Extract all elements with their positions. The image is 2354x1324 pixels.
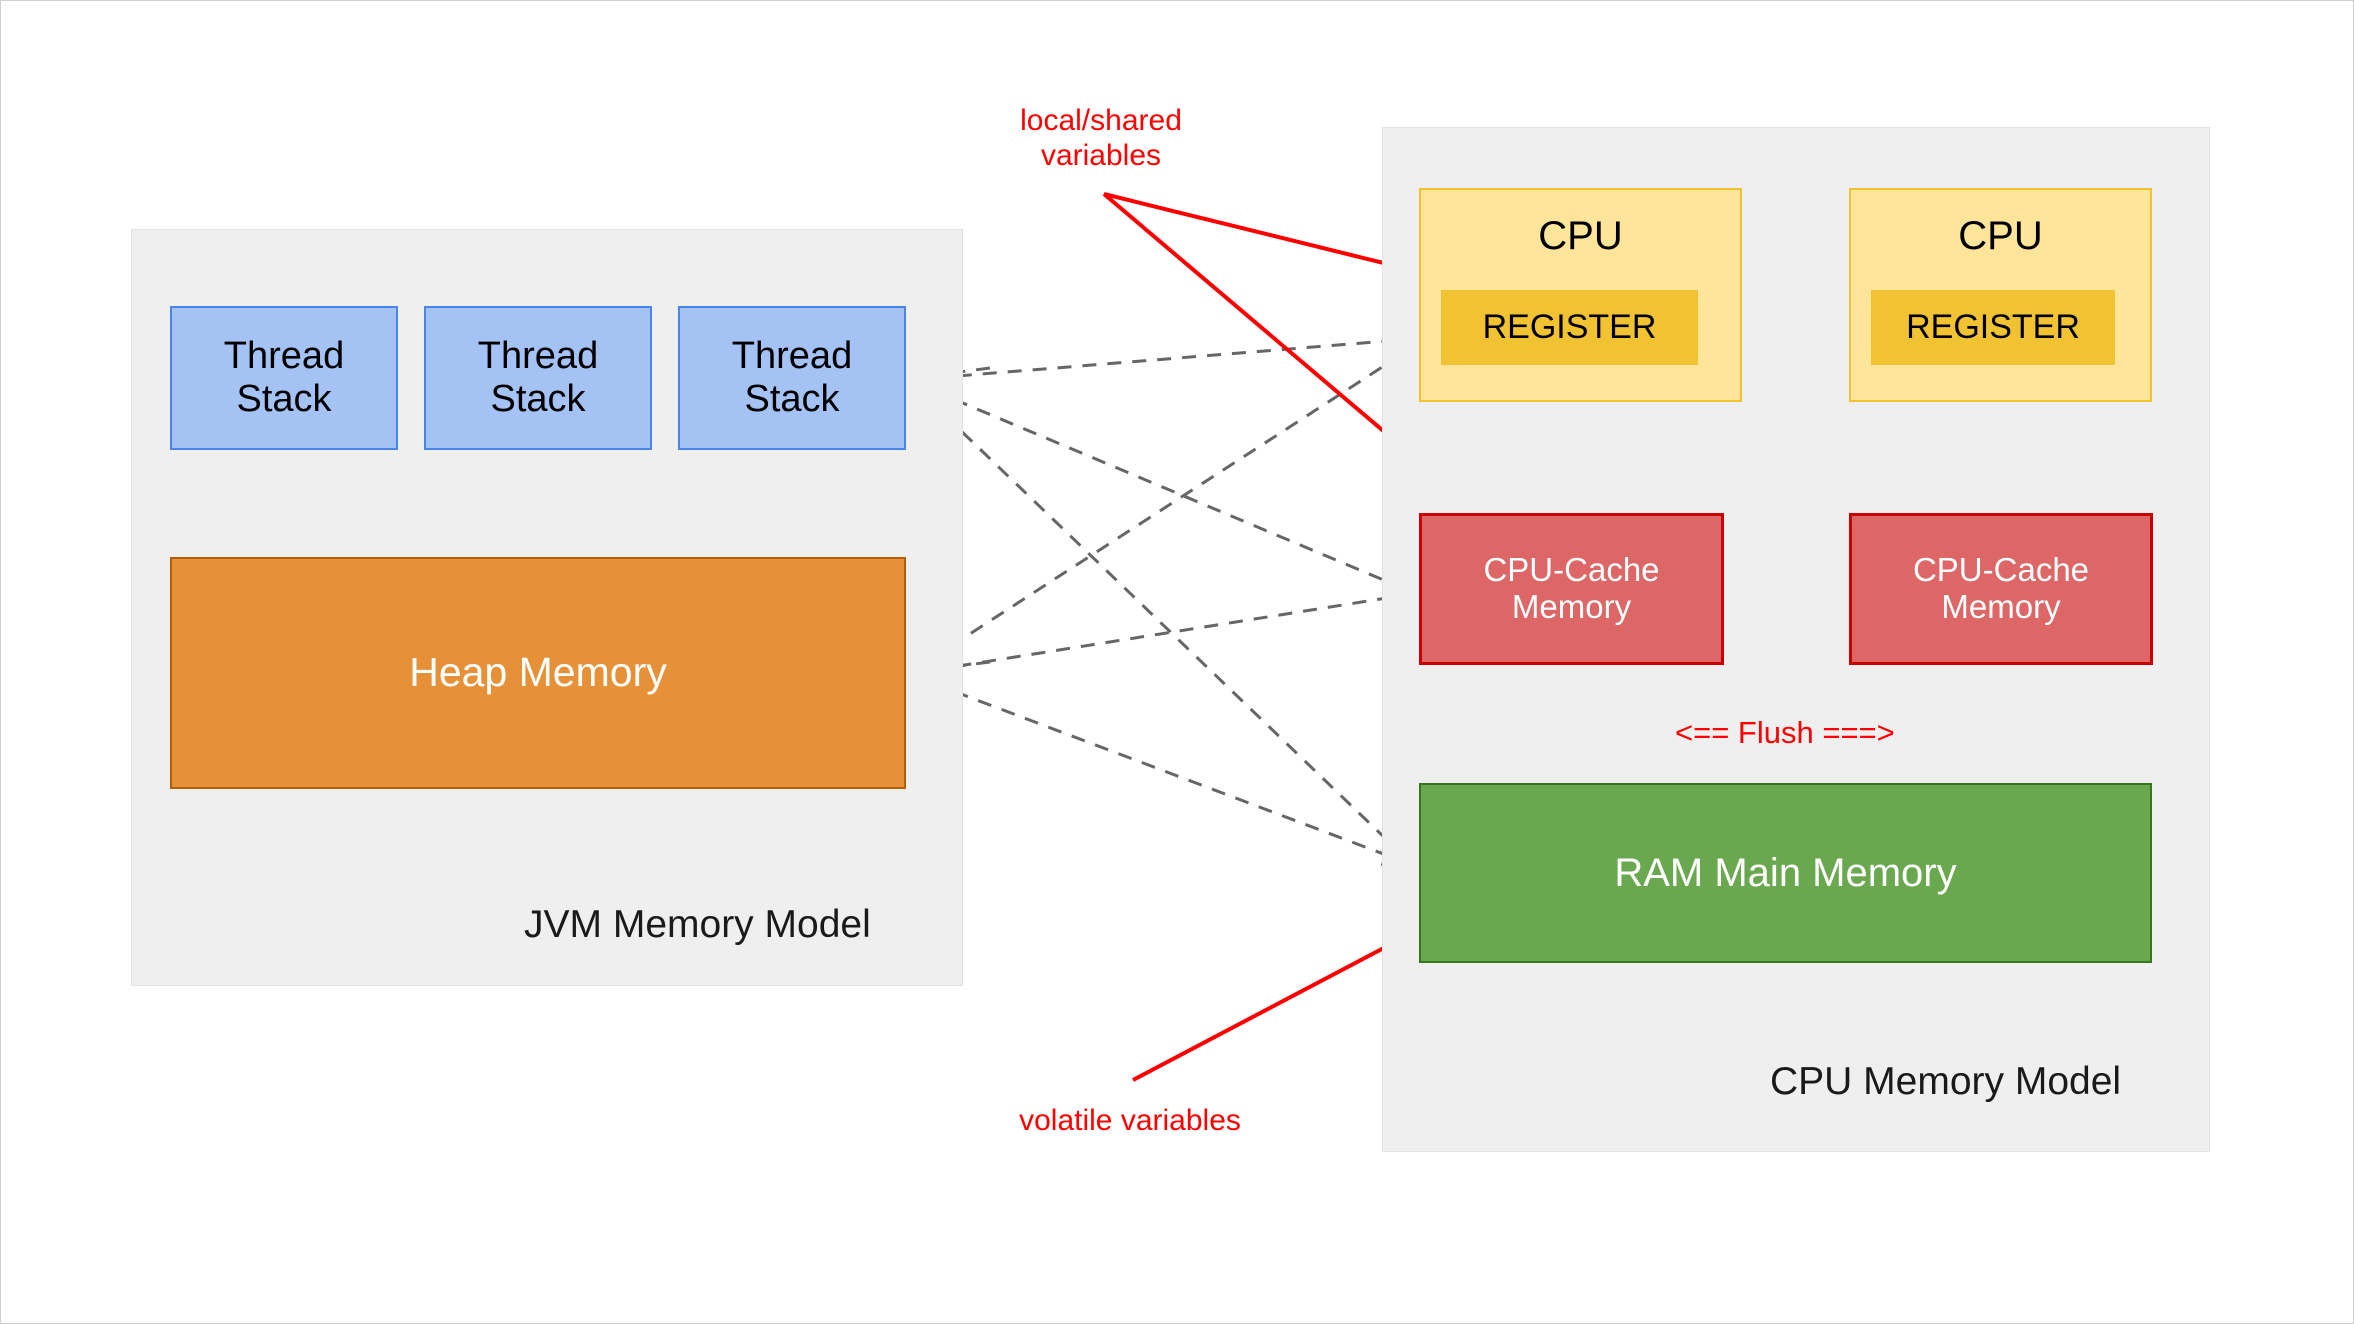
cpu-cache-box-1[interactable]: CPU-Cache Memory: [1419, 513, 1724, 665]
annotation-local-shared-variables: local/shared variables: [1020, 104, 1182, 173]
register-label-1: REGISTER: [1482, 308, 1657, 347]
thread-stack-label-1: Thread Stack: [223, 335, 345, 420]
thread-stack-label-3: Thread Stack: [731, 335, 853, 420]
register-label-2: REGISTER: [1906, 308, 2080, 347]
annotation-volatile-variables: volatile variables: [1019, 1104, 1241, 1137]
dashed-heap-to-cache: [907, 586, 1415, 676]
dashed-connectors: [903, 328, 1427, 866]
dashed-stack-to-register: [907, 328, 1427, 382]
ram-main-memory-label: RAM Main Memory: [1614, 850, 1957, 895]
heap-memory-box[interactable]: Heap Memory: [170, 557, 906, 789]
cpu-panel-title: CPU Memory Model: [1770, 1060, 2122, 1103]
register-box-2[interactable]: REGISTER: [1871, 290, 2115, 365]
cpu-cache-box-2[interactable]: CPU-Cache Memory: [1849, 513, 2153, 665]
thread-stack-label-2: Thread Stack: [477, 335, 599, 420]
jvm-panel-title: JVM Memory Model: [524, 903, 871, 946]
flush-label: <== Flush ===>: [1675, 715, 1895, 750]
heap-memory-label: Heap Memory: [409, 649, 667, 696]
register-box-1[interactable]: REGISTER: [1441, 290, 1698, 365]
cpu-cache-label-2: CPU-Cache Memory: [1912, 551, 2090, 625]
cpu-label-2: CPU: [1958, 214, 2043, 258]
thread-stack-box-2[interactable]: Thread Stack: [424, 306, 652, 450]
dashed-stack-to-ram: [906, 378, 1413, 865]
dashed-heap-to-ram: [907, 672, 1413, 866]
ram-main-memory-box[interactable]: RAM Main Memory: [1419, 783, 2152, 963]
thread-stack-box-1[interactable]: Thread Stack: [170, 306, 398, 450]
thread-stack-box-3[interactable]: Thread Stack: [678, 306, 906, 450]
dashed-heap-to-register: [907, 338, 1427, 676]
dashed-stack-to-cache: [907, 378, 1415, 594]
cpu-label-1: CPU: [1538, 214, 1623, 258]
cpu-cache-label-1: CPU-Cache Memory: [1483, 551, 1660, 625]
